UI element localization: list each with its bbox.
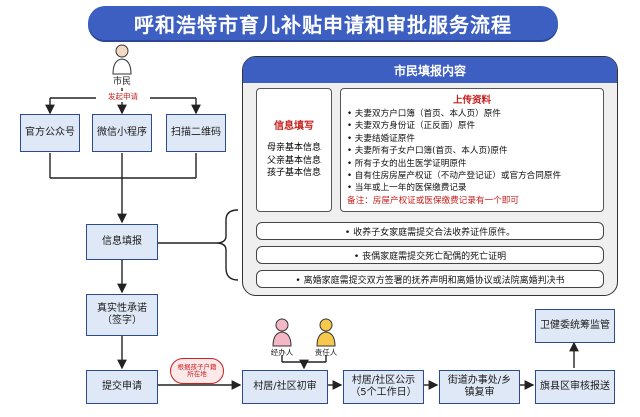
upload-item: • 当年或上一年的医保缴费记录: [347, 183, 467, 194]
handler-label: 经办人: [270, 348, 294, 357]
upload-item: • 夫妻结婚证原件: [347, 133, 415, 144]
handler-icon: [270, 318, 294, 348]
location-note-line-2: 所在地: [187, 370, 207, 378]
commitment-line-2: （签字）: [102, 315, 142, 326]
channel-wechat-miniprogram[interactable]: 微信小程序: [92, 114, 152, 152]
village-publicity-line-1: 村居/社区公示: [351, 374, 416, 386]
submit-step: 提交申请: [86, 370, 158, 404]
village-publicity-step: 村居/社区公示 （5个工作日）: [343, 370, 424, 404]
location-note: 根据孩子户籍 所在地: [170, 358, 224, 384]
commitment-line-1: 真实性承诺: [97, 302, 147, 314]
page-title: 呼和浩特市育儿补贴申请和审批服务流程: [88, 6, 558, 40]
upload-item: • 所有子女的出生医学证明原件: [347, 158, 467, 169]
note-adoption: • 收养子女家庭需提交合法收养证件原件。: [256, 222, 604, 240]
county-review-step: 旗县区审核报送: [535, 370, 615, 404]
street-township-review-step: 街道办事处/乡 镇复审: [439, 370, 520, 404]
upload-section-title: 上传资料: [452, 95, 491, 106]
channel-scan-qrcode[interactable]: 扫描二维码: [166, 114, 226, 152]
village-publicity-line-2: （5个工作日）: [350, 387, 417, 398]
upload-item: • 夫妻所有子女户口簿(首页、本人页)原件: [347, 146, 508, 157]
responsible-person-label: 责任人: [314, 348, 338, 357]
street-review-line-1: 街道办事处/乡: [447, 374, 512, 386]
info-fill-step: 信息填报: [86, 224, 158, 260]
info-section-title: 信息填写: [274, 121, 314, 132]
upload-item: • 夫妻双方户口簿（首页、本人页）原件: [347, 109, 501, 119]
upload-section: 上传资料 • 夫妻双方户口簿（首页、本人页）原件 • 夫妻双方身份证（正反面）原…: [340, 88, 604, 212]
upload-item: • 自有住房房屋产权证（不动产登记证）或官方合同原件: [347, 171, 562, 182]
info-item-child: 孩子基本信息: [266, 168, 321, 178]
village-initial-review-step: 村居/社区初审: [242, 370, 328, 404]
info-section: 信息填写 母亲基本信息 父亲基本信息 孩子基本信息: [256, 88, 332, 212]
citizen-label: 市民: [112, 77, 131, 87]
citizen-icon: [110, 44, 134, 76]
street-review-line-2: 镇复审: [464, 387, 495, 398]
panel-header: 市民填报内容: [243, 57, 617, 83]
responsible-person-icon: [314, 318, 338, 348]
note-widowed: • 丧偶家庭需提交死亡配偶的死亡证明: [256, 246, 604, 264]
channel-official-account[interactable]: 官方公众号: [20, 114, 80, 152]
info-item-father: 父亲基本信息: [266, 155, 321, 166]
start-application-label: 发起申请: [96, 91, 150, 102]
info-item-mother: 母亲基本信息: [266, 143, 321, 153]
location-note-line-1: 根据孩子户籍: [177, 362, 217, 371]
health-commission-supervision-step: 卫健委统筹监管: [535, 309, 615, 343]
upload-remark: 备注：房屋产权证或医保缴费记录有一个即可: [347, 195, 519, 206]
upload-item: • 夫妻双方身份证（正反面）原件: [347, 121, 476, 132]
note-divorced: • 离婚家庭需提交双方签署的抚养声明和离婚协议或法院离婚判决书: [256, 270, 604, 288]
commitment-step: 真实性承诺 （签字）: [86, 294, 158, 336]
